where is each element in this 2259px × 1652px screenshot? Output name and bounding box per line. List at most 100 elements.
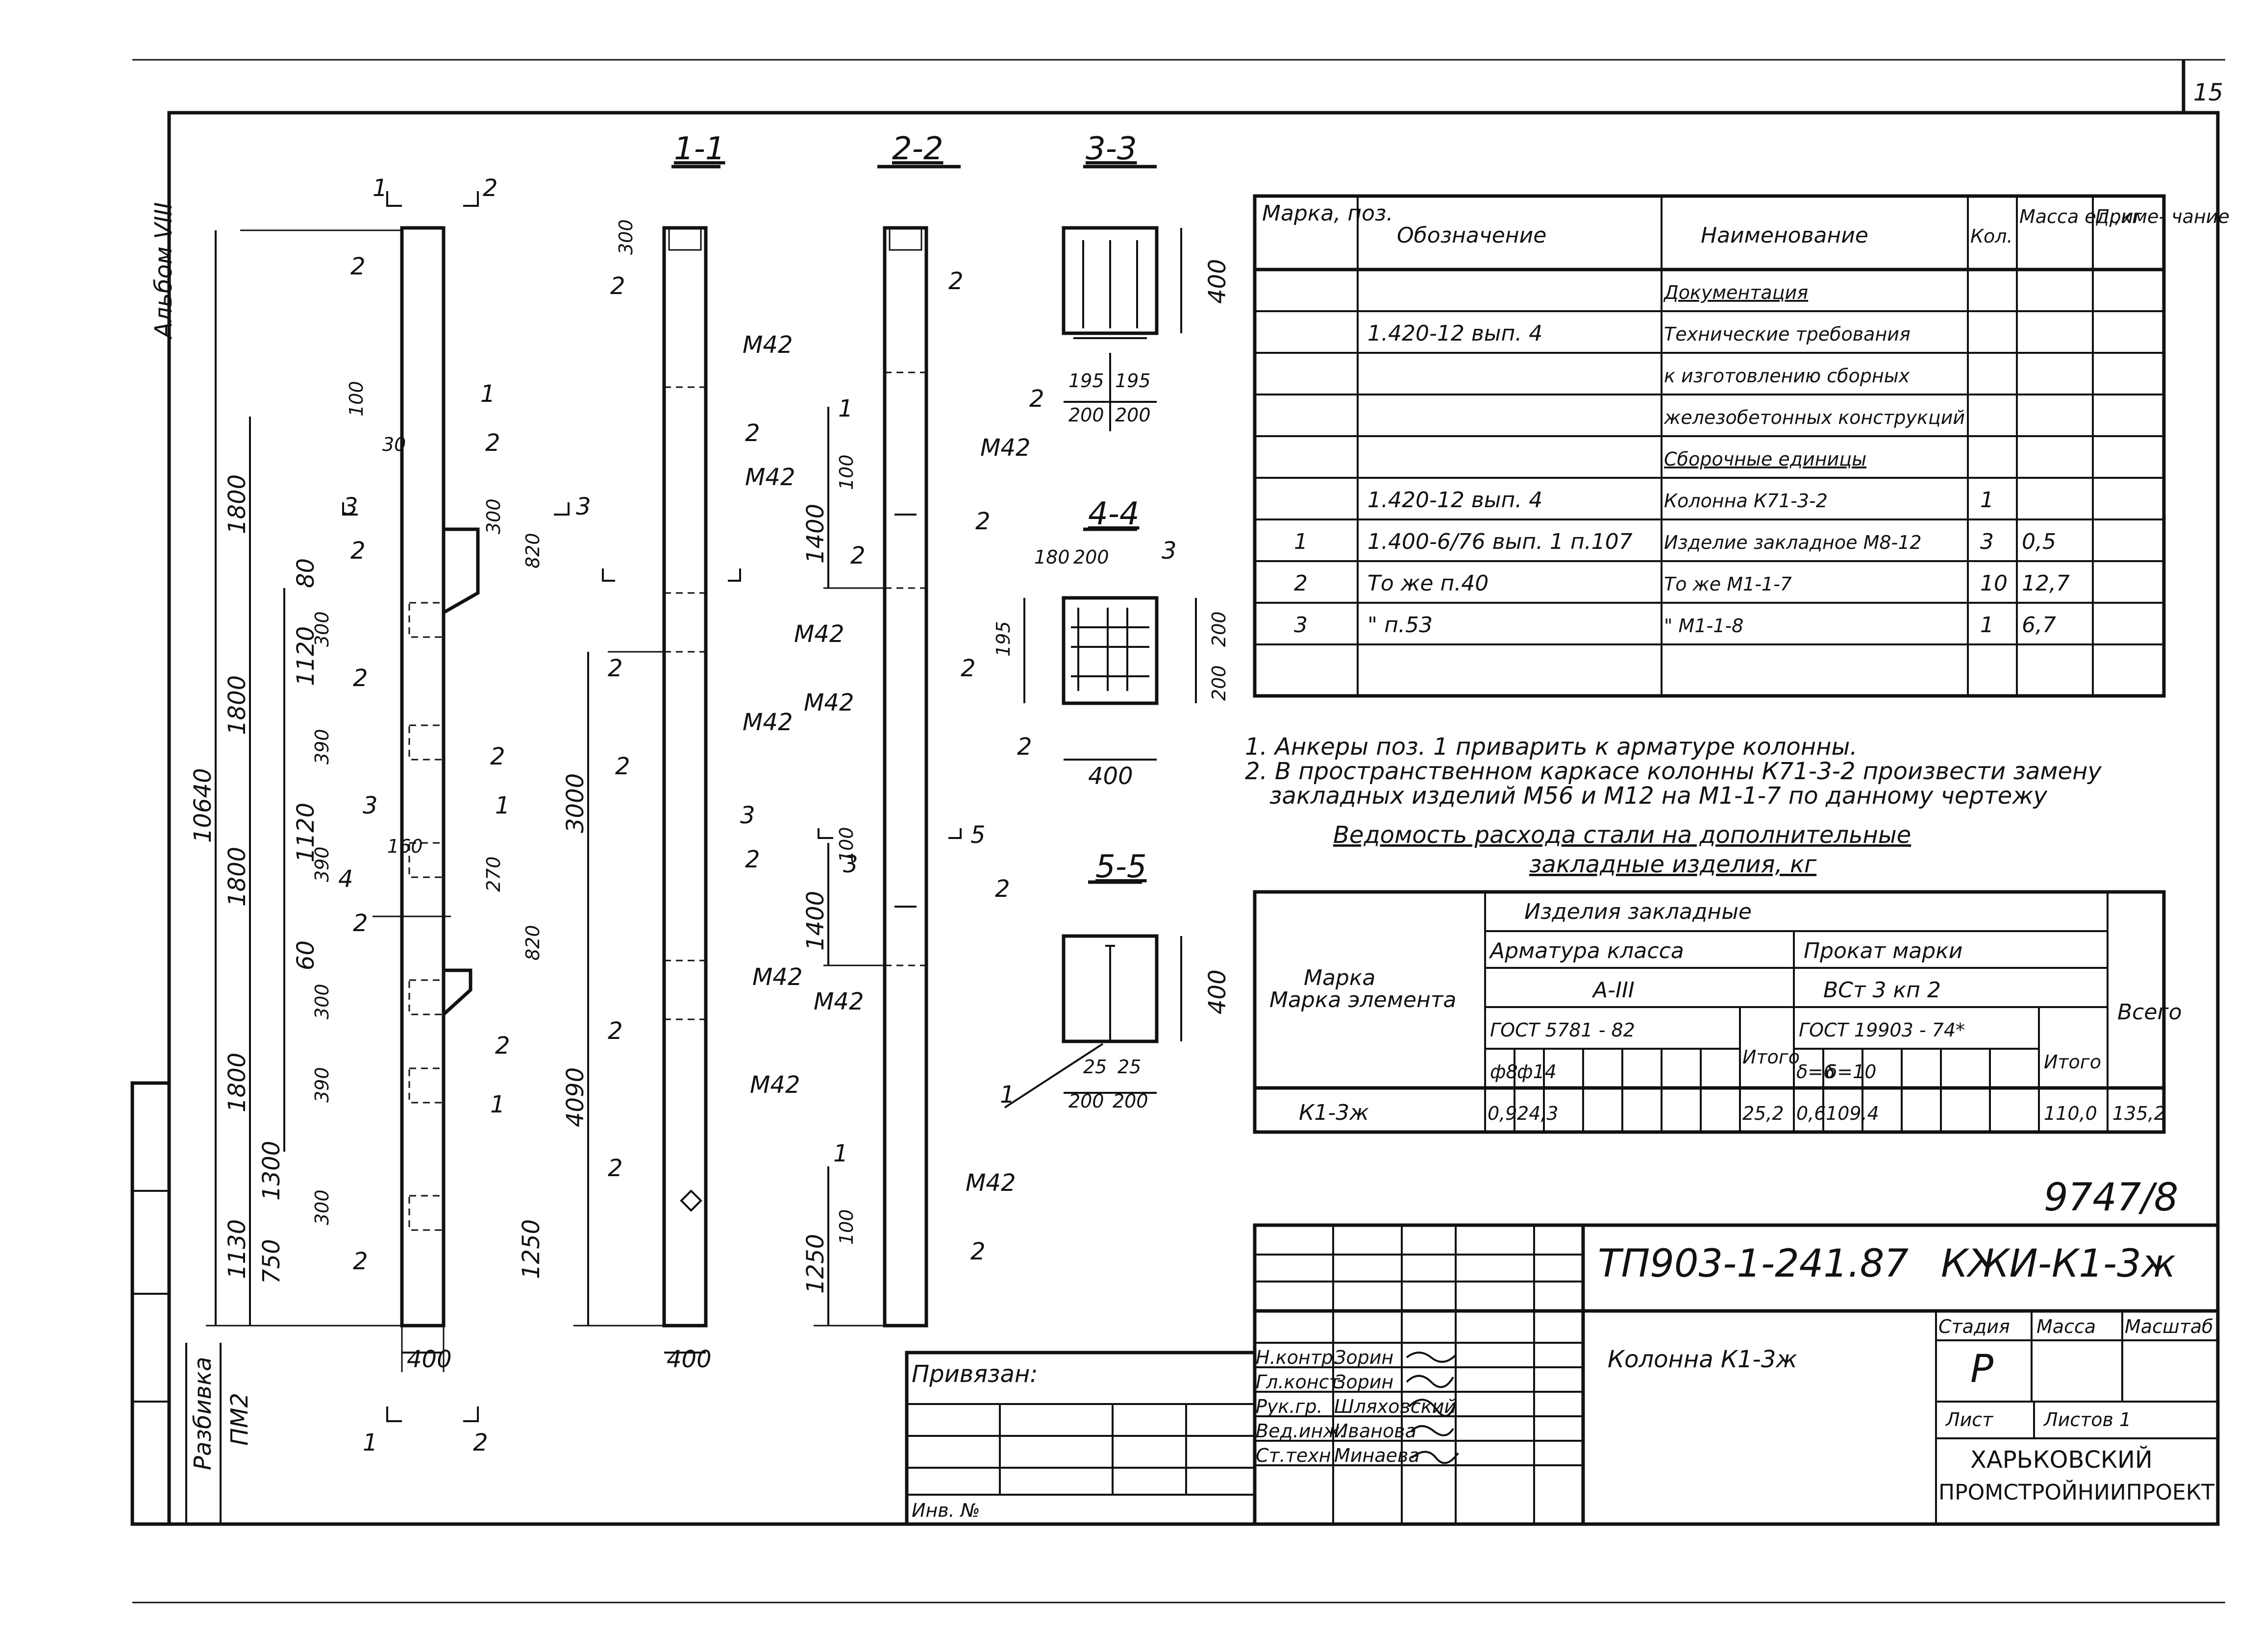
spec-h-qty: Кол. xyxy=(1970,225,2013,247)
m42-d: M42 xyxy=(752,963,803,991)
steel-h-total1: Итого xyxy=(1742,1046,1800,1068)
section-4-4-drawing xyxy=(1023,527,1197,761)
steel-title-1: Ведомость расхода стали на дополнительны… xyxy=(1333,821,1911,849)
spec-cell-des: 1.420-12 вып. 4 xyxy=(1367,321,1542,346)
dim-3000: 3000 xyxy=(562,773,589,833)
dim-100-d: 100 xyxy=(836,1209,857,1245)
dim-270: 270 xyxy=(483,856,504,892)
spec-cell-qty: 10 xyxy=(1980,571,2008,596)
title-scale-h: Масштаб xyxy=(2125,1316,2213,1337)
razbivka-value: ПМ2 xyxy=(226,1393,253,1446)
steel-h-gost2: ГОСТ 19903 - 74* xyxy=(1799,1019,1965,1041)
steel-h-d10: δ=10 xyxy=(1826,1061,1876,1083)
s44-dim-200-a: 200 xyxy=(1073,546,1109,568)
steel-h-total2: Итого xyxy=(2044,1051,2101,1073)
elev-mark-2d: 2 xyxy=(353,665,368,692)
signer-role-4: Вед.инж. xyxy=(1256,1420,1346,1442)
signer-role-3: Рук.гр. xyxy=(1256,1396,1323,1417)
s44-dim-195: 195 xyxy=(993,621,1014,657)
m42-b: M42 xyxy=(745,464,795,491)
column-view-2-2 xyxy=(814,165,962,1328)
dim-750: 750 xyxy=(258,1239,285,1284)
cut-mark-2-top: 2 xyxy=(483,174,498,202)
steel-r-all: 135,2 xyxy=(2112,1103,2166,1124)
dim-100-c: 100 xyxy=(836,827,857,863)
m42-i: M42 xyxy=(814,988,864,1015)
note-3: закладных изделий М56 и М12 на М1-1-7 по… xyxy=(1269,782,2048,810)
s55-mark-1: 1 xyxy=(1000,1081,1015,1109)
s44-dim-200-c: 200 xyxy=(1208,665,1230,701)
s55-dim-200-a: 200 xyxy=(1068,1090,1104,1112)
archive-number: 9747/8 xyxy=(2044,1176,2178,1220)
steel-table xyxy=(1253,890,2166,1134)
dim-820-a: 820 xyxy=(522,533,544,568)
title-code: ТП903-1-241.87 xyxy=(1598,1242,1909,1286)
steel-h-f8: ф8 xyxy=(1490,1061,1518,1083)
elev-mark-2g: 2 xyxy=(495,1032,510,1060)
dim-1800-a: 1800 xyxy=(223,474,251,534)
m42-a: M42 xyxy=(743,331,793,359)
elev-mark-1c: 1 xyxy=(490,1091,505,1118)
signer-name-1: Зорин xyxy=(1334,1347,1393,1368)
title-mass-h: Масса xyxy=(2036,1316,2096,1337)
spec-cell-mass: 12,7 xyxy=(2022,571,2070,596)
spec-cell-name: " М1-1-8 xyxy=(1664,615,1743,637)
dim-1300: 1300 xyxy=(258,1141,285,1201)
steel-h-mark: Марка элемента xyxy=(1269,987,1456,1012)
dim-400-a: 400 xyxy=(407,1346,452,1373)
signer-name-4: Иванова xyxy=(1334,1420,1416,1442)
spec-cell-pos: 2 xyxy=(1294,571,1308,596)
dim-100-b: 100 xyxy=(836,454,857,490)
v22-mark-2b: 2 xyxy=(850,542,866,569)
v11-mark-2g: 2 xyxy=(608,1155,623,1182)
dim-1400-a: 1400 xyxy=(802,504,829,564)
signer-name-5: Минаева xyxy=(1334,1445,1420,1466)
s44-mark-3: 3 xyxy=(1162,537,1177,565)
m42-f: M42 xyxy=(980,434,1031,462)
left-strip: Разбивка ПМ2 xyxy=(130,1081,253,1526)
note-1: 1. Анкеры поз. 1 приварить к арматуре ко… xyxy=(1245,733,1858,761)
v11-mark-2e: 2 xyxy=(745,846,760,873)
spec-table xyxy=(1253,194,2166,698)
steel-r-d10: 109,4 xyxy=(1826,1103,1879,1124)
dim-1250-b: 1250 xyxy=(802,1234,829,1294)
dim-80: 80 xyxy=(292,558,320,588)
spec-cell-qty: 3 xyxy=(1980,529,1994,554)
steel-r-tot2: 110,0 xyxy=(2044,1103,2097,1124)
m42-c: M42 xyxy=(743,709,793,736)
spec-h-note: Приме- чание xyxy=(2095,206,2230,227)
column-view-1-1 xyxy=(573,165,741,1354)
signer-name-2: Зорин xyxy=(1334,1371,1393,1393)
s44-mark-2: 2 xyxy=(1017,733,1032,761)
spec-cell-pos: 1 xyxy=(1294,529,1308,554)
elev-mark-2e: 2 xyxy=(490,743,505,770)
dim-100-a: 100 xyxy=(346,381,367,417)
v11-mark-2d: 2 xyxy=(615,753,630,780)
dim-1800-d: 1800 xyxy=(223,1053,251,1112)
elev-mark-3a: 3 xyxy=(343,493,358,520)
v22-mark-2a: 2 xyxy=(948,268,964,295)
elev-mark-1b: 1 xyxy=(495,792,510,819)
s44-dim-200-b: 200 xyxy=(1208,611,1230,647)
sheet-number-box xyxy=(2182,60,2218,115)
dim-390-c: 390 xyxy=(311,1067,333,1103)
v22-mark-2f: 2 xyxy=(970,1238,986,1265)
dim-4090: 4090 xyxy=(562,1067,589,1127)
section-label-2-2: 2-2 xyxy=(892,131,943,167)
spec-cell-mass: 0,5 xyxy=(2022,529,2056,554)
m42-h: M42 xyxy=(804,689,854,716)
s44-dim-400: 400 xyxy=(1088,763,1133,790)
title-stage: Р xyxy=(1970,1347,1993,1391)
title-stage-h: Стадия xyxy=(1938,1316,2010,1337)
spec-cell-name: Изделие закладное М8-12 xyxy=(1664,532,1922,553)
s33-dim-200-b: 200 xyxy=(1115,404,1151,426)
dim-160: 160 xyxy=(387,836,423,857)
note-2: 2. В пространственном каркасе колонны К7… xyxy=(1245,758,2102,785)
signers: Н.контр. Зорин Гл.конст. Зорин Рук.гр. Ш… xyxy=(1256,1347,1459,1466)
elev-mark-1a: 1 xyxy=(480,380,496,408)
elev-mark-2h: 2 xyxy=(353,1248,368,1275)
signer-role-2: Гл.конст. xyxy=(1256,1371,1346,1393)
steel-title-2: закладные изделия, кг xyxy=(1529,851,1817,878)
signer-role-1: Н.контр. xyxy=(1256,1347,1339,1368)
spec-cell-pos: 3 xyxy=(1294,613,1308,638)
